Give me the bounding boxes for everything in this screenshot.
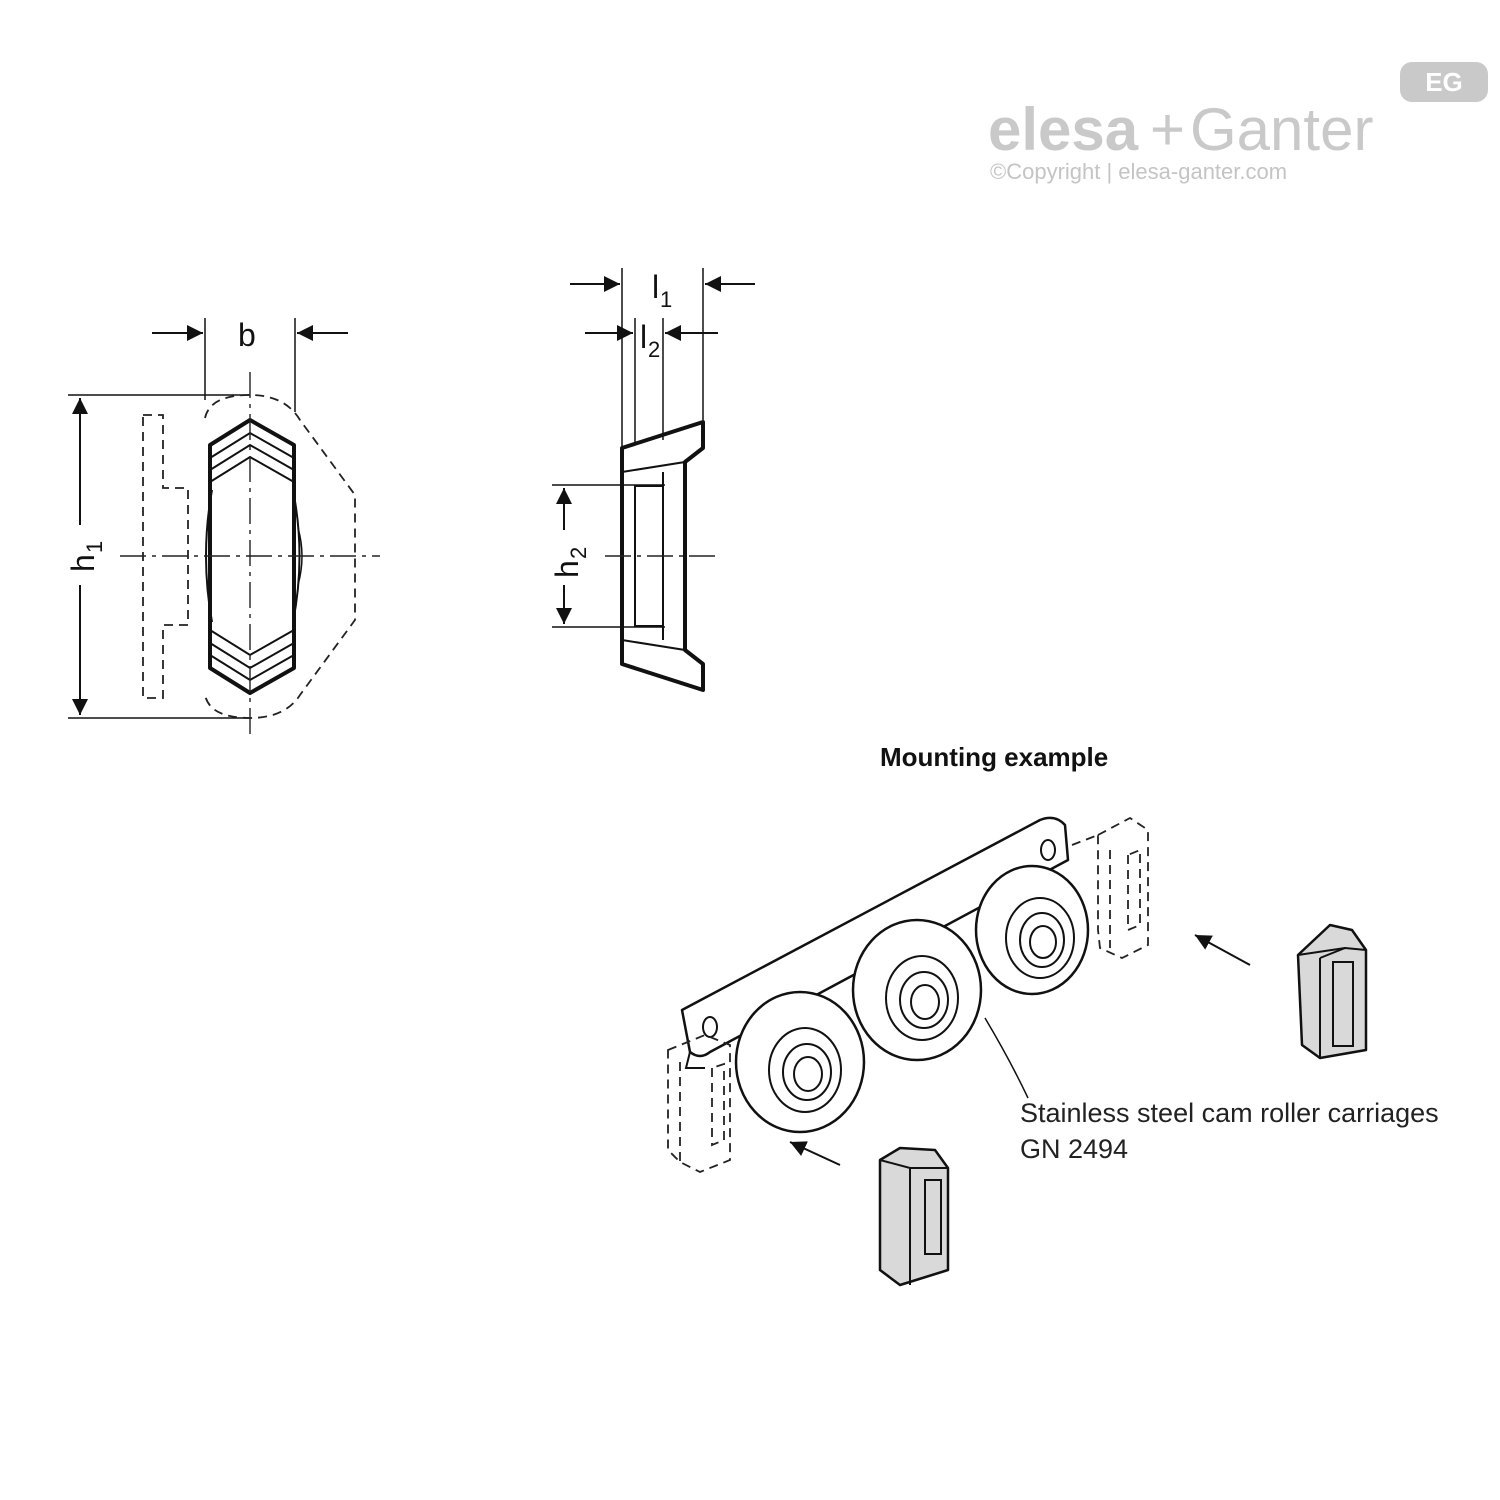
callout-line-2: GN 2494 bbox=[1020, 1134, 1128, 1164]
cam-roller-2 bbox=[851, 918, 983, 1062]
insert-arrow-right bbox=[1194, 934, 1251, 966]
installed-end-cap-right-dashed bbox=[1071, 816, 1149, 959]
loose-end-cap-bottom bbox=[878, 1146, 950, 1287]
insert-arrow-bottom bbox=[789, 1141, 841, 1166]
l2-subscript: 2 bbox=[648, 337, 660, 362]
h2-label: h bbox=[549, 560, 585, 578]
h1-label: h bbox=[65, 554, 101, 572]
b-label: b bbox=[238, 317, 256, 353]
h1-subscript: 1 bbox=[82, 541, 107, 553]
mounting-example: Mounting example bbox=[667, 742, 1439, 1287]
elesa-ganter-logo: EG elesa + Ganter ©Copyright | elesa-gan… bbox=[988, 62, 1488, 184]
roller-outline-dashed bbox=[204, 394, 356, 719]
installed-end-cap-left-dashed bbox=[667, 1034, 731, 1173]
cam-roller-3 bbox=[974, 864, 1090, 996]
callout-leader-line bbox=[984, 1017, 1029, 1099]
cam-roller-1 bbox=[734, 990, 866, 1134]
logo-badge-text: EG bbox=[1425, 67, 1463, 97]
l2-label: l bbox=[640, 319, 647, 355]
l1-subscript: 1 bbox=[660, 287, 672, 312]
side-view: l 1 l 2 h 2 bbox=[549, 268, 755, 692]
mounting-example-title: Mounting example bbox=[880, 742, 1108, 772]
loose-end-cap-right bbox=[1296, 923, 1368, 1060]
callout-line-1: Stainless steel cam roller carriages bbox=[1020, 1098, 1439, 1128]
end-cap-side-profile bbox=[620, 420, 705, 692]
logo-badge: EG bbox=[1400, 62, 1488, 102]
l1-label: l bbox=[652, 269, 659, 305]
logo-brand-left: elesa bbox=[988, 96, 1139, 163]
h2-subscript: 2 bbox=[566, 547, 591, 559]
logo-brand-plus: + bbox=[1150, 96, 1185, 163]
logo-brand-right: Ganter bbox=[1190, 96, 1373, 163]
front-view: h 1 b bbox=[60, 317, 380, 740]
plate-outline-dashed bbox=[142, 414, 189, 699]
logo-copyright: ©Copyright | elesa-ganter.com bbox=[990, 159, 1287, 184]
